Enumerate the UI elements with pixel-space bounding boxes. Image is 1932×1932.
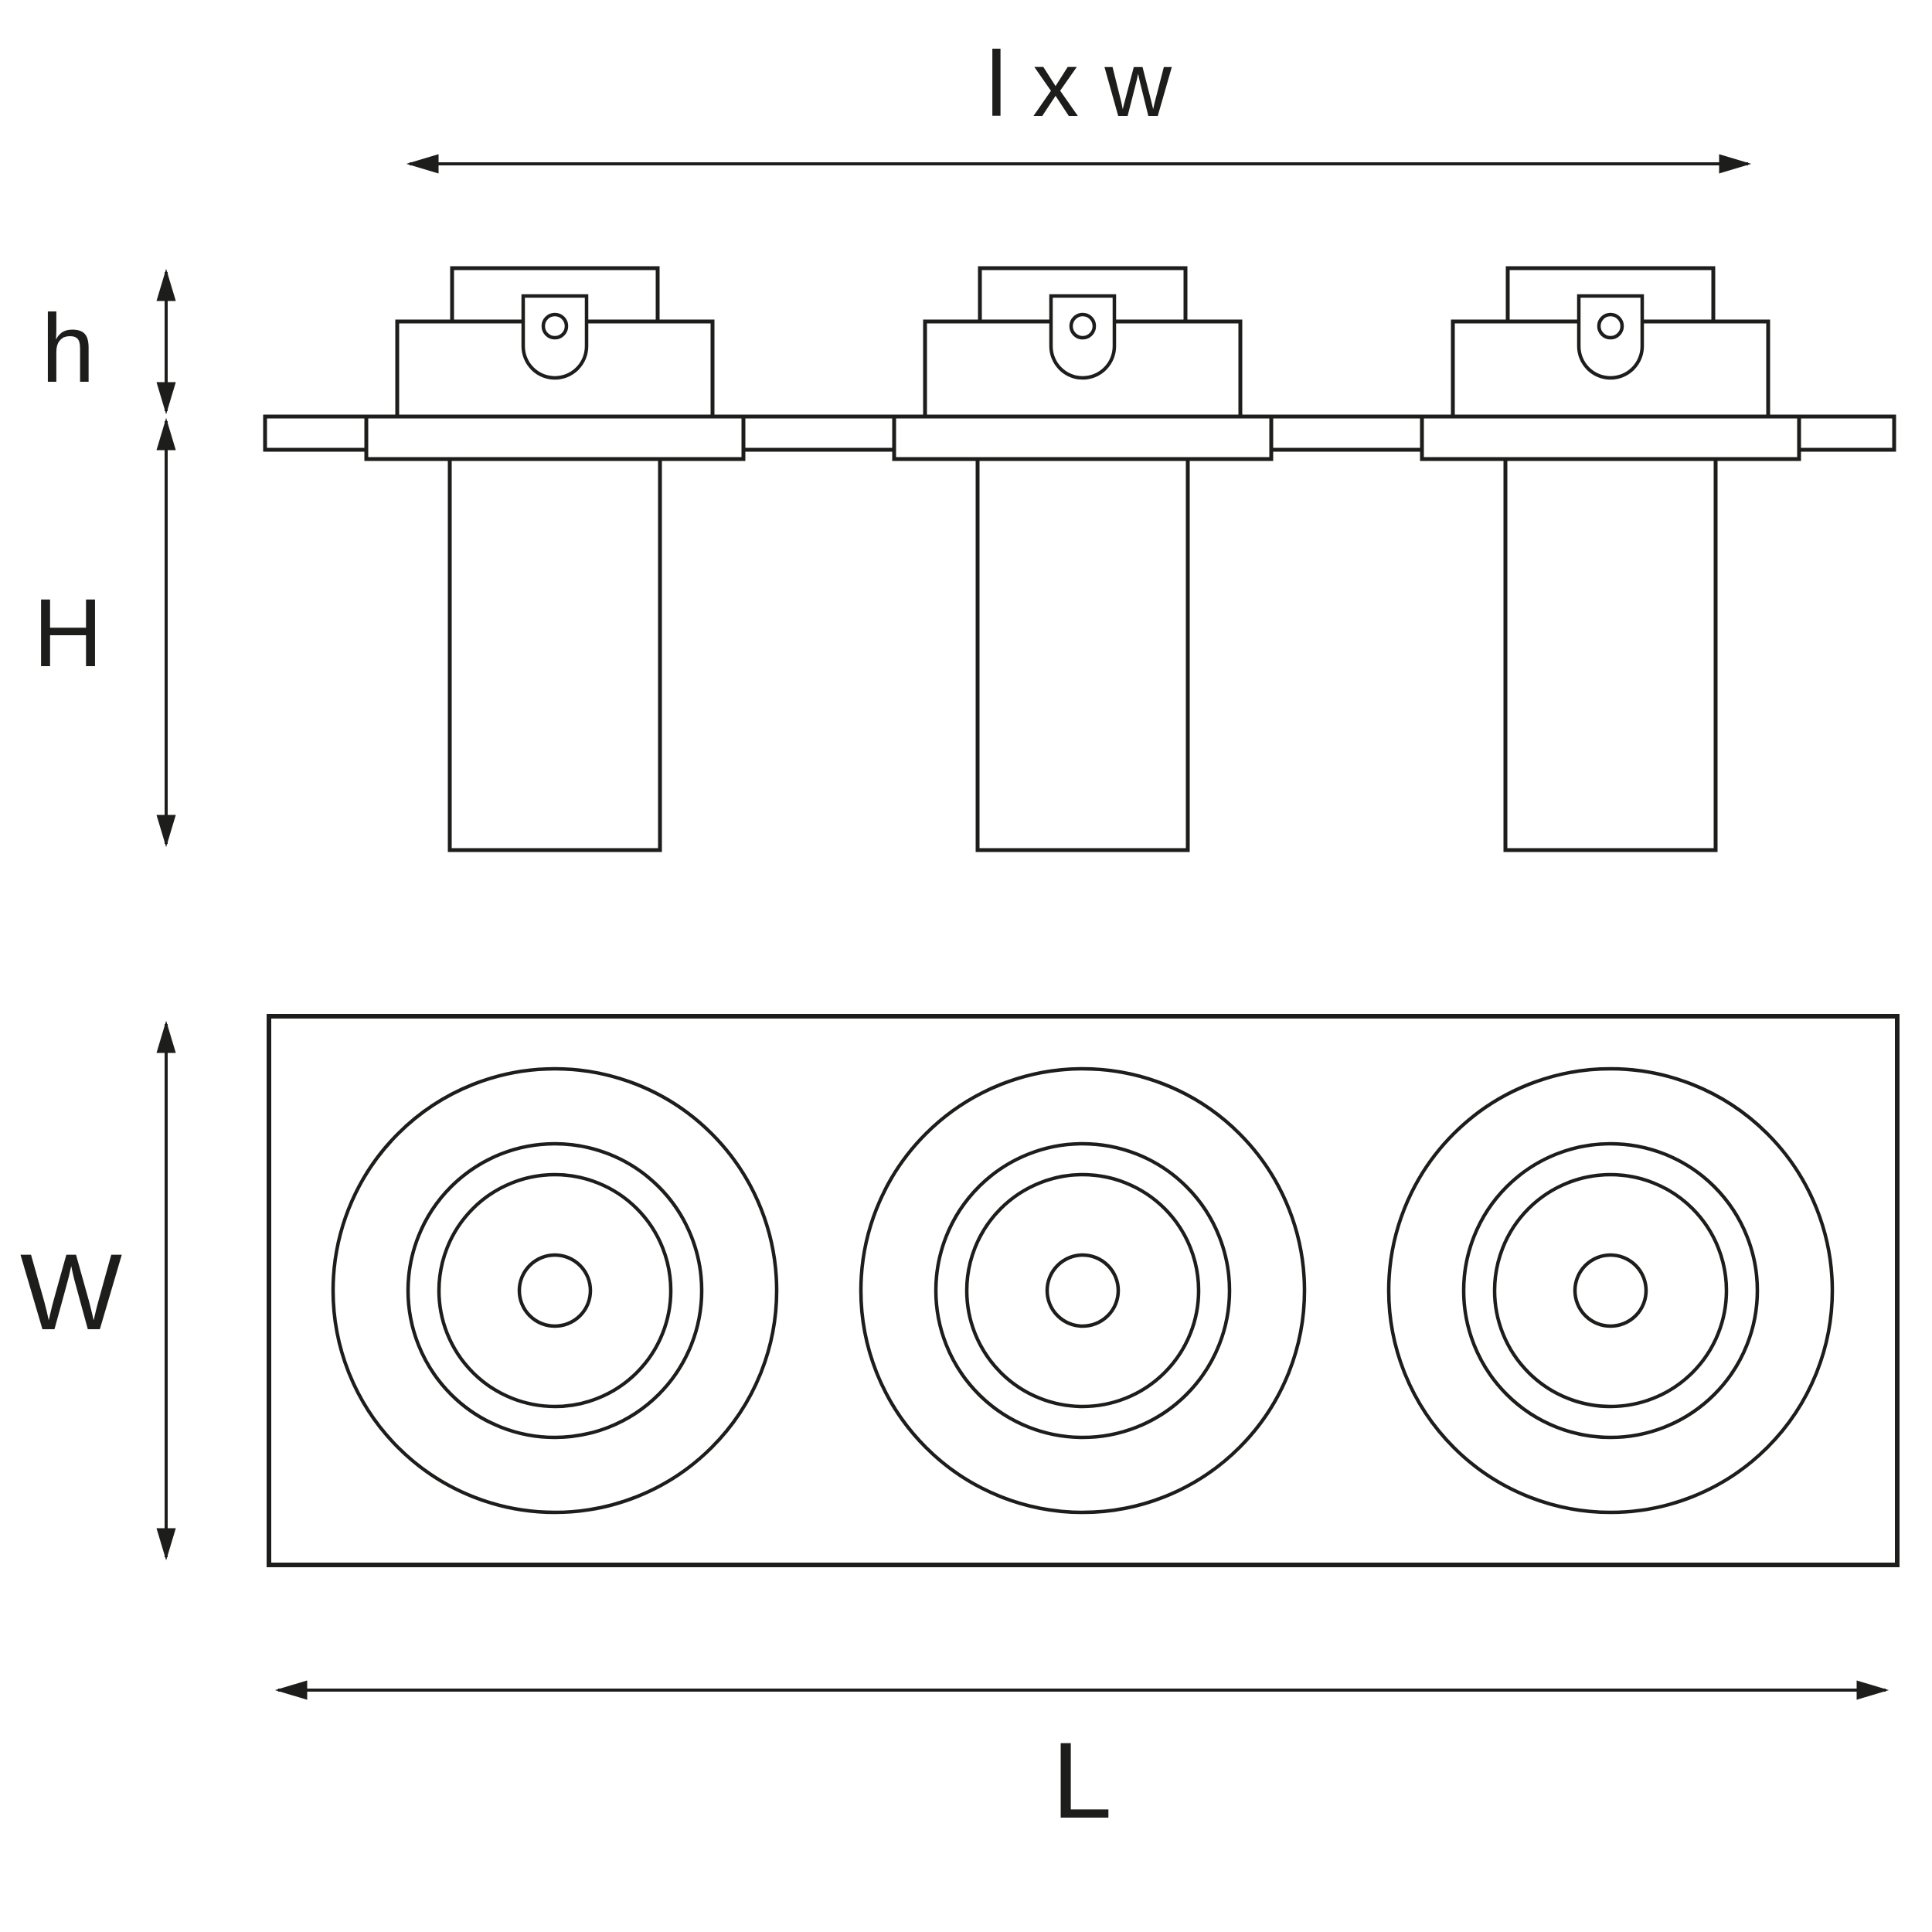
side-view: l x w h H xyxy=(33,32,1896,852)
dimension-lxw: l x w xyxy=(406,32,1752,174)
dimension-W-label: W xyxy=(20,1231,122,1352)
dimension-W: W xyxy=(20,1020,176,1561)
fixture-can-3 xyxy=(1503,447,1718,852)
spot-rings-1 xyxy=(333,1069,777,1512)
dimension-H: H xyxy=(33,417,176,848)
fixture-head-2 xyxy=(894,268,1271,459)
plan-view: W L xyxy=(20,1014,1900,1841)
spot-rings-2 xyxy=(861,1069,1304,1512)
fixture-head-3 xyxy=(1422,268,1799,459)
dimension-L-label: L xyxy=(1052,1719,1112,1841)
dimension-lxw-label: l x w xyxy=(986,32,1172,136)
dimension-H-label: H xyxy=(33,580,103,687)
dimension-L: L xyxy=(274,1680,1889,1841)
dimension-h: h xyxy=(41,268,176,415)
fixture-can-2 xyxy=(975,447,1190,852)
dimension-h-label: h xyxy=(41,295,95,403)
spot-rings-3 xyxy=(1389,1069,1832,1512)
fixture-can-1 xyxy=(447,447,662,852)
fixture-head-1 xyxy=(366,268,743,459)
